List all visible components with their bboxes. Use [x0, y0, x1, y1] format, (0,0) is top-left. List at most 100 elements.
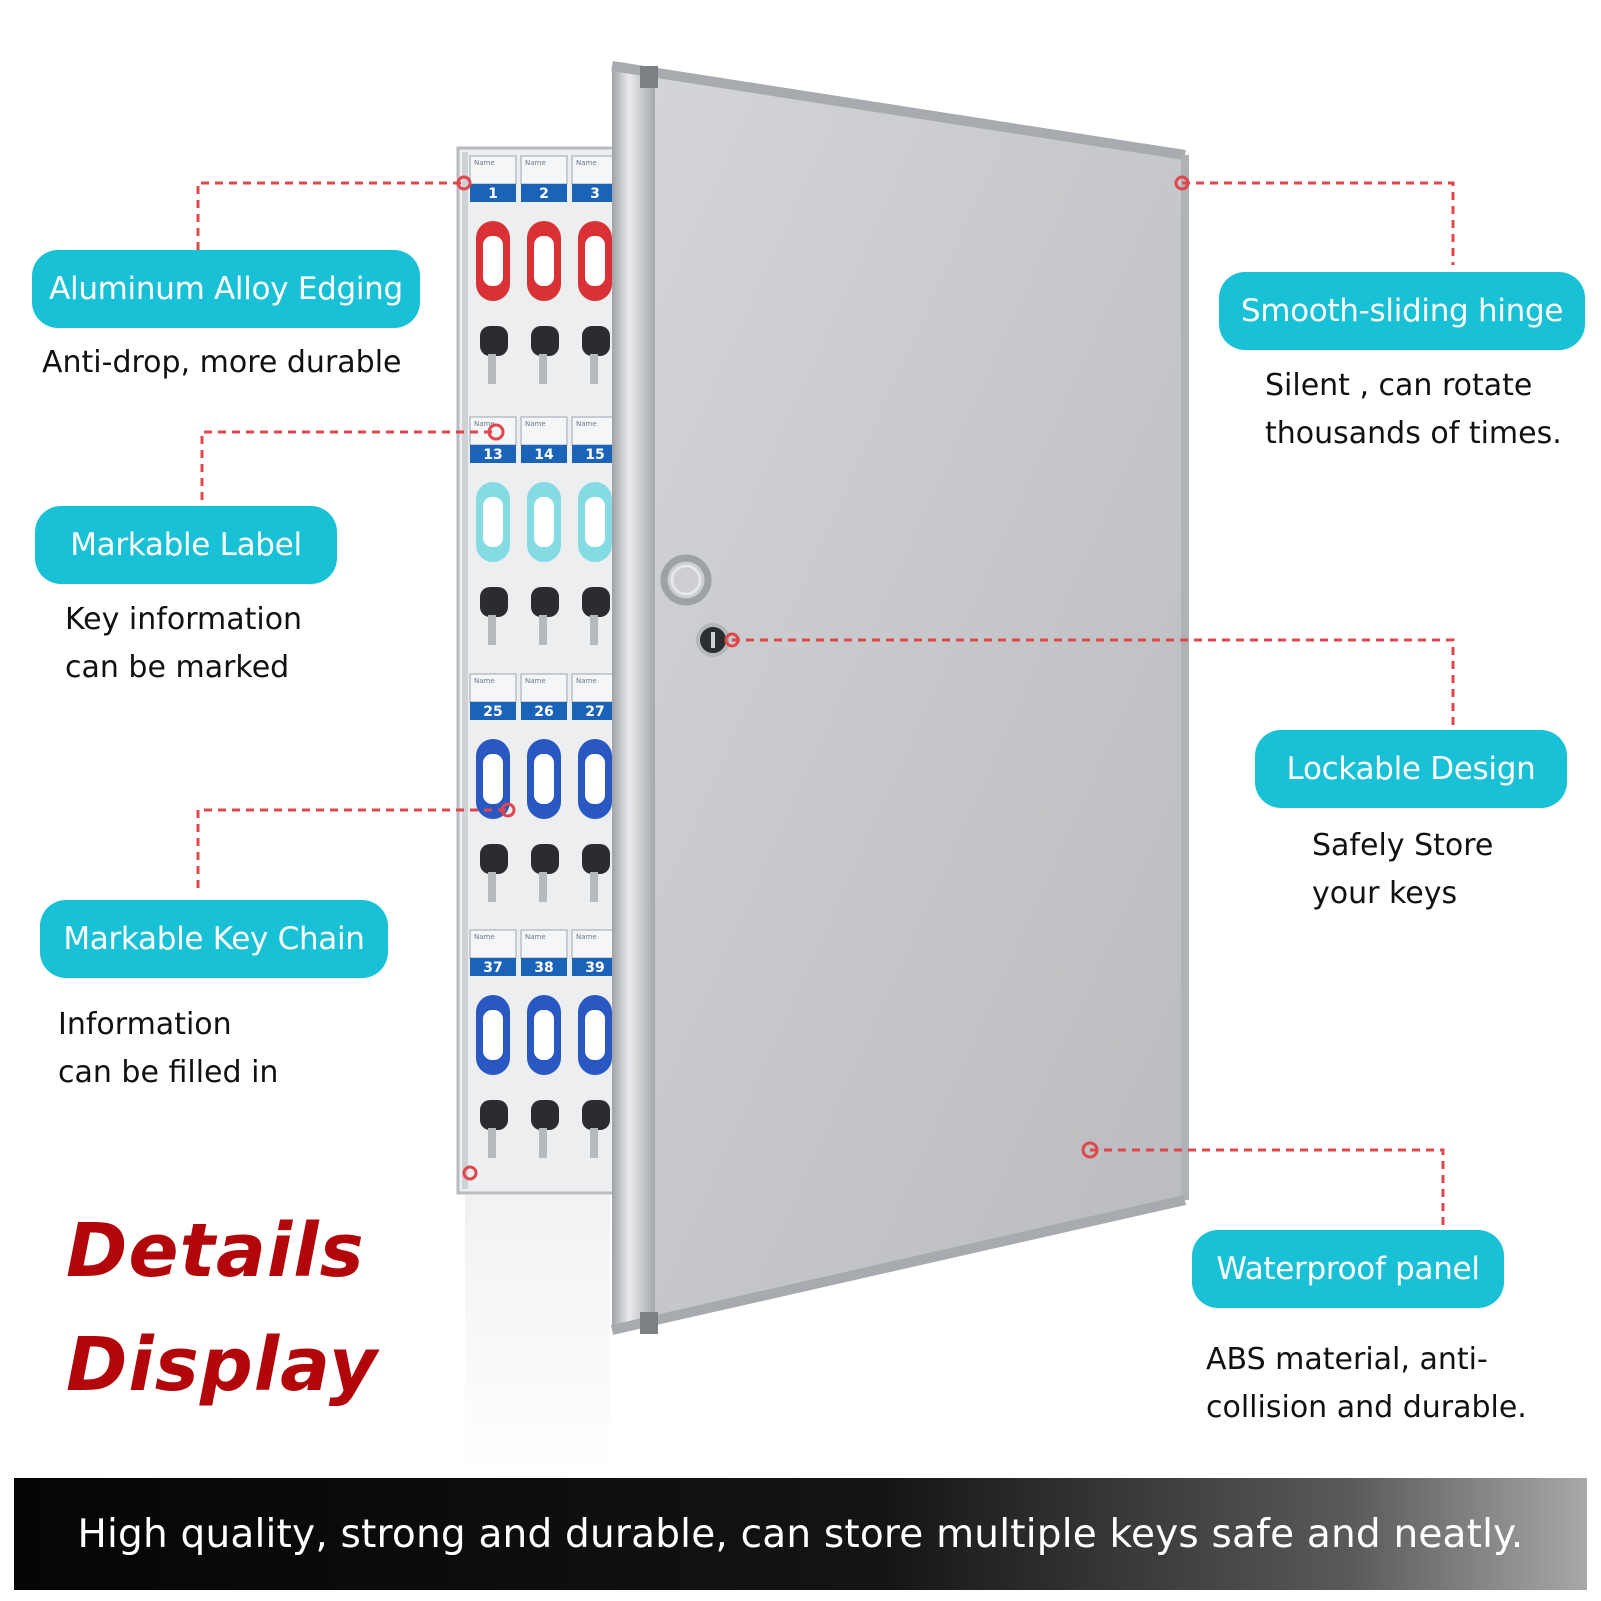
name-slot-label: Name	[525, 677, 546, 685]
number-strip	[572, 445, 618, 463]
name-slot	[520, 673, 568, 703]
number-strip	[521, 445, 567, 463]
number-strip	[470, 445, 516, 463]
key-tag-window	[534, 1010, 554, 1060]
number-strip	[470, 184, 516, 202]
name-slot-label: Name	[474, 677, 495, 685]
name-slot-label: Name	[525, 420, 546, 428]
key-blade	[590, 354, 598, 384]
footer-text: High quality, strong and durable, can st…	[77, 1511, 1524, 1557]
name-slot	[469, 155, 517, 185]
key-number: 15	[585, 447, 604, 463]
lock-icon	[660, 554, 730, 657]
key-blade	[488, 615, 496, 645]
key-head	[582, 844, 610, 874]
number-strip	[470, 958, 516, 976]
key-head	[531, 844, 559, 874]
feature-title: Markable Key Chain	[63, 921, 365, 957]
key-head	[582, 587, 610, 617]
key-head	[480, 587, 508, 617]
key-head	[582, 1100, 610, 1130]
feature-desc-smooth-hinge: Silent , can rotate thousands of times.	[1265, 368, 1562, 451]
name-slot	[520, 155, 568, 185]
key-tag-window	[483, 497, 503, 547]
key-blade	[488, 1128, 496, 1158]
feature-desc-aluminum-edging: Anti-drop, more durable	[42, 345, 402, 380]
key-tag-window	[483, 236, 503, 286]
heading-line-1: Details	[66, 1208, 365, 1294]
feature-desc-markable-key-chain: Information can be filled in	[58, 1007, 279, 1090]
key-blade	[539, 354, 547, 384]
key-head	[531, 326, 559, 356]
heading-line-2: Display	[66, 1322, 379, 1408]
key-tag-window	[534, 497, 554, 547]
key-head	[480, 1100, 508, 1130]
key-head	[582, 326, 610, 356]
footer-banner: High quality, strong and durable, can st…	[14, 1478, 1587, 1590]
callout-lines	[196, 181, 1455, 1226]
key-number: 39	[585, 960, 604, 976]
key-blade	[488, 872, 496, 902]
key-blade	[539, 615, 547, 645]
feature-pill-smooth-hinge: Smooth-sliding hinge	[1219, 272, 1585, 350]
name-slot-label: Name	[525, 159, 546, 167]
key-head	[480, 844, 508, 874]
feature-pill-lockable-design: Lockable Design	[1255, 730, 1567, 808]
key-tag-window	[534, 754, 554, 804]
feature-desc-lockable-design: Safely Store your keys	[1312, 828, 1494, 911]
name-slot	[469, 929, 517, 959]
number-strip	[521, 702, 567, 720]
name-slot	[520, 929, 568, 959]
key-tag-window	[585, 754, 605, 804]
key-tag-window	[534, 236, 554, 286]
feature-title: Lockable Design	[1286, 751, 1536, 787]
name-slot-label: Name	[474, 420, 495, 428]
key-tag-window	[585, 236, 605, 286]
name-slot-label: Name	[474, 159, 495, 167]
key-number: 2	[539, 186, 549, 202]
cabinet-door	[610, 61, 1189, 1335]
key-tag-window	[585, 497, 605, 547]
feature-title: Smooth-sliding hinge	[1240, 293, 1564, 329]
feature-pill-markable-label: Markable Label	[35, 506, 337, 584]
name-slot	[469, 673, 517, 703]
key-tag-window	[483, 754, 503, 804]
feature-desc-waterproof-panel: ABS material, anti- collision and durabl…	[1206, 1342, 1527, 1425]
name-slot-label: Name	[576, 677, 597, 685]
name-slot-label: Name	[525, 933, 546, 941]
number-strip	[572, 958, 618, 976]
feature-desc-markable-label: Key information can be marked	[65, 602, 303, 685]
key-blade	[539, 1128, 547, 1158]
key-head	[531, 587, 559, 617]
name-slot	[571, 673, 619, 703]
key-blade	[590, 615, 598, 645]
feature-title: Waterproof panel	[1216, 1251, 1480, 1287]
callout-markers	[456, 175, 1190, 1181]
key-blade	[539, 872, 547, 902]
key-number: 37	[483, 960, 502, 976]
key-blade	[590, 872, 598, 902]
key-number: 1	[488, 186, 498, 202]
key-head	[531, 1100, 559, 1130]
feature-title: Markable Label	[70, 527, 302, 563]
feature-pill-aluminum-edging: Aluminum Alloy Edging	[32, 250, 420, 328]
name-slot	[571, 155, 619, 185]
name-slot-label: Name	[576, 159, 597, 167]
key-tag-window	[483, 1010, 503, 1060]
key-number: 14	[534, 447, 554, 463]
feature-pill-markable-key-chain: Markable Key Chain	[40, 900, 388, 978]
name-slot-label: Name	[576, 933, 597, 941]
key-blade	[590, 1128, 598, 1158]
key-number: 3	[590, 186, 600, 202]
number-strip	[521, 184, 567, 202]
key-number: 13	[483, 447, 502, 463]
name-slot-label: Name	[576, 420, 597, 428]
feature-pill-waterproof-panel: Waterproof panel	[1192, 1230, 1504, 1308]
key-number: 26	[534, 704, 553, 720]
number-strip	[572, 184, 618, 202]
key-number: 38	[534, 960, 553, 976]
key-rows: Name1Name2Name3Name13Name14Name15Name25N…	[469, 155, 619, 1158]
number-strip	[572, 702, 618, 720]
number-strip	[470, 702, 516, 720]
